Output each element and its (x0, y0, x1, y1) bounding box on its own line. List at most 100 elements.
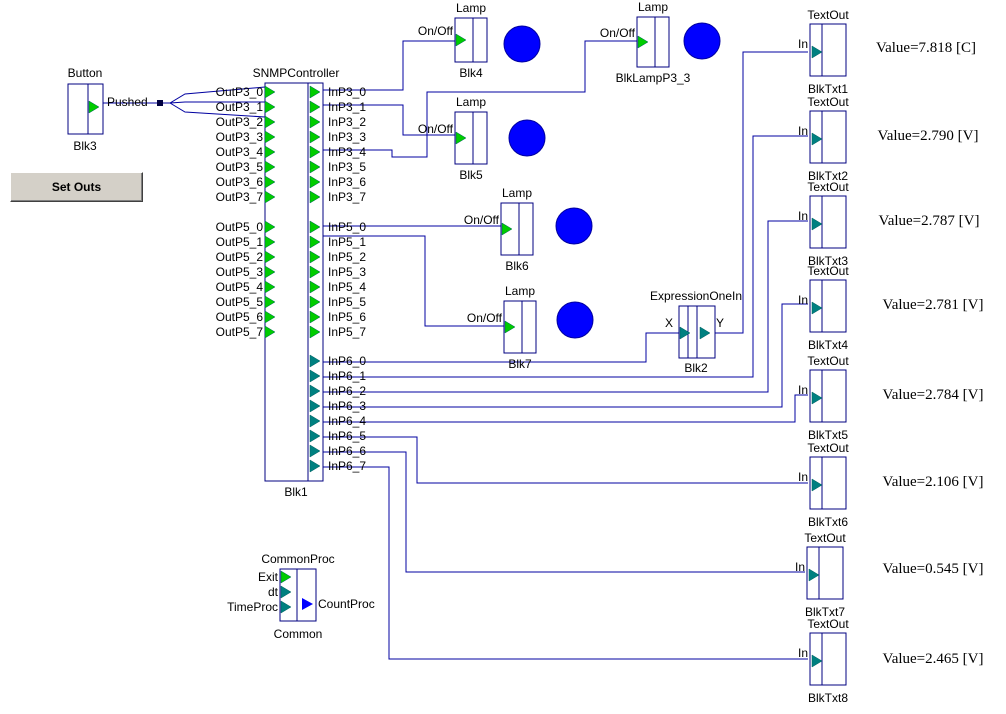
inp5-port-label: InP5_5 (328, 295, 366, 309)
inp6-port-icon (309, 399, 321, 413)
textout-block-type: TextOut (807, 180, 849, 194)
wire-inp3-3-lamp-p3-3 (323, 40, 637, 158)
lamp-block-type: Lamp (456, 95, 486, 109)
inp3-port-icon (309, 100, 321, 114)
lamp-block-type: Lamp (638, 0, 668, 14)
inp5-port-icon (309, 235, 321, 249)
textout-value: Value=2.790 [V] (878, 128, 979, 144)
inp3-port-label: InP3_3 (328, 130, 366, 144)
textout-input-port-icon (808, 568, 820, 582)
inp3-port-label: InP3_2 (328, 115, 366, 129)
outp5-port-icon (264, 235, 276, 249)
wires (103, 40, 808, 660)
wire-expr-txt1 (715, 51, 808, 334)
outp5-port-label: OutP5_4 (216, 280, 264, 294)
textout-input-port-icon (811, 654, 823, 668)
inp5-port-icon (309, 220, 321, 234)
textout-input-port-icon (811, 301, 823, 315)
outp5-port-label: OutP5_3 (216, 265, 264, 279)
outp3-port-icon (264, 145, 276, 159)
inp5-port-icon (309, 325, 321, 339)
outp5-port-label: OutP5_1 (216, 235, 264, 249)
outp3-port-icon (264, 115, 276, 129)
inp6-port-label: InP6_3 (328, 399, 366, 413)
textout-block-name: BlkTxt8 (808, 691, 848, 705)
button-block[interactable] (67, 83, 104, 135)
common-input-port-label: Exit (258, 570, 279, 584)
set-outs-button[interactable]: Set Outs (10, 172, 143, 202)
outp5-port-label: OutP5_0 (216, 220, 264, 234)
textout-input-port-icon (811, 217, 823, 231)
wire-inp6-1-txt2 (323, 135, 808, 378)
inp3-port-icon (309, 115, 321, 129)
lamp-port-label: On/Off (464, 213, 500, 227)
textout-block-type: TextOut (807, 264, 849, 278)
inp5-port-icon (309, 265, 321, 279)
wire-pushed-outp3-1 (169, 101, 265, 104)
inp6-port-icon (309, 459, 321, 473)
outp3-port-icon (264, 130, 276, 144)
textout-value: Value=2.465 [V] (883, 651, 984, 667)
textout-value: Value=7.818 [C] (876, 40, 976, 56)
outp3-port-icon (264, 100, 276, 114)
outp3-port-label: OutP3_5 (216, 160, 264, 174)
textout-input-port-icon (811, 132, 823, 146)
textout-value: Value=0.545 [V] (883, 561, 984, 577)
lamp-indicator (508, 119, 546, 157)
outp3-port-label: OutP3_2 (216, 115, 264, 129)
inp6-port-label: InP6_5 (328, 429, 366, 443)
outp5-port-label: OutP5_7 (216, 325, 264, 339)
textout-block-name: BlkTxt3 (808, 254, 848, 268)
lamp-indicator (555, 207, 593, 245)
inp6-port-label: InP6_7 (328, 459, 366, 473)
outp5-port-icon (264, 250, 276, 264)
inp5-port-label: InP5_0 (328, 220, 366, 234)
outp3-port-icon (264, 190, 276, 204)
outp5-port-icon (264, 310, 276, 324)
wire-pushed-outp3-0 (160, 86, 266, 104)
outp5-port-icon (264, 280, 276, 294)
outp5-port-label: OutP5_6 (216, 310, 264, 324)
textout-block-type: TextOut (807, 617, 849, 631)
inp6-port-icon (309, 444, 321, 458)
wire-inp5-1-lamp7 (323, 235, 504, 327)
inp3-port-icon (309, 85, 321, 99)
textout-block[interactable] (809, 632, 847, 686)
lamp-block-name: Blk6 (505, 259, 529, 273)
inp3-port-label: InP3_5 (328, 160, 366, 174)
lamp-block-type: Lamp (502, 186, 532, 200)
textout-block-type: TextOut (807, 8, 849, 22)
expression-input-port-icon (679, 326, 691, 340)
lamp-port-label: On/Off (418, 24, 454, 38)
lamp-block-name: Blk7 (508, 357, 532, 371)
outp3-port-icon (264, 175, 276, 189)
inp5-port-icon (309, 295, 321, 309)
common-input-port-icon (280, 585, 292, 599)
textout-value: Value=2.787 [V] (879, 213, 980, 229)
inp5-port-label: InP5_6 (328, 310, 366, 324)
textout-value: Value=2.106 [V] (883, 474, 984, 490)
wire-inp3-0-lamp4 (323, 40, 455, 91)
button-block-type: Button (68, 66, 103, 80)
lamp-port-label: On/Off (418, 122, 454, 136)
wire-inp6-4-txt5 (323, 394, 808, 423)
inp3-port-icon (309, 190, 321, 204)
lamp-input-port-icon (504, 320, 516, 334)
inp3-port-icon (309, 175, 321, 189)
outp3-port-label: OutP3_7 (216, 190, 264, 204)
inp6-port-label: InP6_0 (328, 354, 366, 368)
outp5-port-label: OutP5_5 (216, 295, 264, 309)
inp3-port-label: InP3_4 (328, 145, 366, 159)
inp6-port-icon (309, 354, 321, 368)
inp6-port-icon (309, 384, 321, 398)
expression-block-type: ExpressionOneIn (650, 289, 742, 303)
textout-input-port-icon (811, 478, 823, 492)
textout-port-label: In (798, 37, 808, 51)
outp3-port-label: OutP3_4 (216, 145, 264, 159)
wire-inp6-6-txt7 (323, 451, 805, 573)
inp6-port-label: InP6_1 (328, 369, 366, 383)
outp3-port-label: OutP3_0 (216, 85, 264, 99)
inp5-port-icon (309, 250, 321, 264)
inp5-port-label: InP5_2 (328, 250, 366, 264)
